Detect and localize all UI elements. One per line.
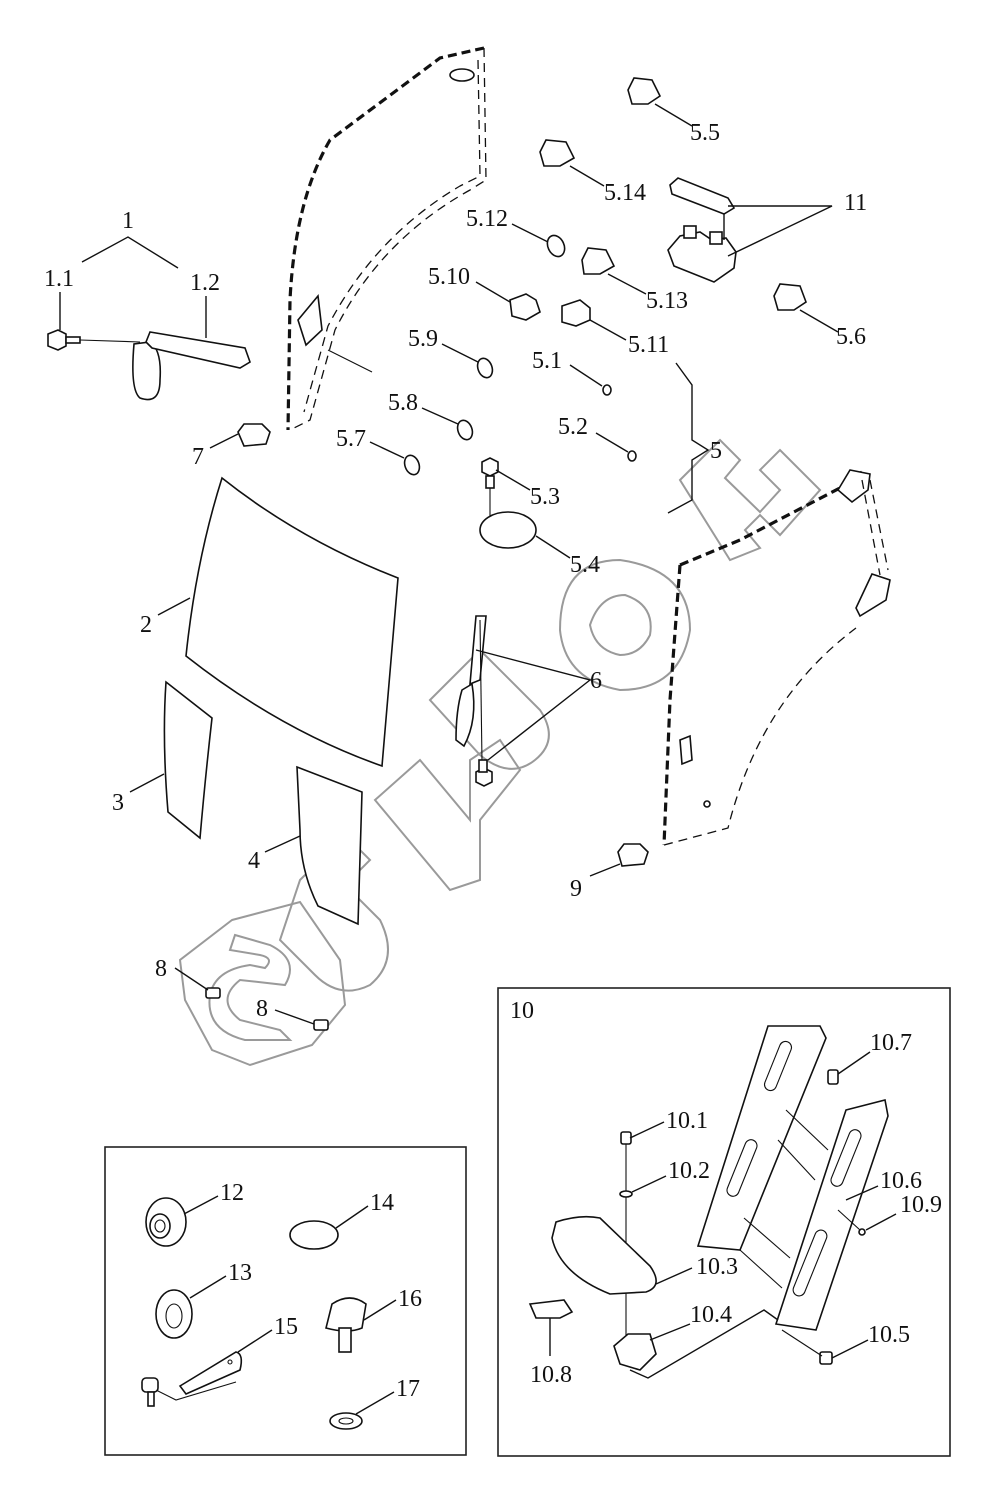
callout-7: 7 (192, 444, 204, 470)
callout-10-3: 10.3 (696, 1254, 738, 1280)
callout-17: 17 (396, 1376, 420, 1402)
callout-10-6: 10.6 (880, 1168, 922, 1194)
callout-10-5: 10.5 (868, 1322, 910, 1348)
seal-5-8 (456, 419, 474, 441)
callout-10-1: 10.1 (666, 1108, 708, 1134)
step-assembly-10 (528, 1025, 897, 1379)
leader-5 (667, 362, 710, 514)
callout-10-7: 10.7 (870, 1030, 912, 1056)
bolt-5-3 (481, 457, 499, 525)
watermark (178, 438, 822, 1067)
callout-5-4: 5.4 (570, 552, 600, 578)
callout-3: 3 (112, 790, 124, 816)
inset-10-frame (497, 987, 951, 1457)
callout-8a: 8 (155, 956, 167, 982)
left-door (286, 46, 487, 431)
callout-10-9: 10.9 (900, 1192, 942, 1218)
wiper-6 (455, 615, 592, 787)
callout-5-2: 5.2 (558, 414, 588, 440)
callout-5-1: 5.1 (532, 348, 562, 374)
misc-parts (141, 1195, 397, 1430)
spacer-8a (205, 987, 221, 999)
callout-14: 14 (370, 1190, 394, 1216)
inset-misc-frame (104, 1146, 467, 1456)
clip-5-13 (581, 247, 616, 275)
callout-1-1: 1.1 (44, 266, 74, 292)
callout-9: 9 (570, 876, 582, 902)
block-5-10 (509, 293, 541, 321)
callout-5-11: 5.11 (628, 332, 669, 358)
callout-1-2: 1.2 (190, 270, 220, 296)
windshield-2 (185, 476, 399, 768)
callout-8b: 8 (256, 996, 268, 1022)
mirror-arm (132, 331, 251, 401)
block-5-11 (561, 299, 591, 327)
callout-5-13: 5.13 (646, 288, 688, 314)
callout-2: 2 (140, 612, 152, 638)
plate-5-4 (479, 511, 537, 549)
glass-3 (163, 680, 213, 840)
callout-1: 1 (122, 208, 134, 234)
callout-16: 16 (398, 1286, 422, 1312)
callout-6: 6 (590, 668, 602, 694)
glass-4 (296, 765, 363, 926)
callout-5-3: 5.3 (530, 484, 560, 510)
seal-5-12 (546, 234, 566, 258)
callout-5-5: 5.5 (690, 120, 720, 146)
inset-10-title: 10 (510, 998, 534, 1024)
mirror-assembly (47, 236, 251, 401)
clip-5-14 (539, 139, 576, 167)
callout-5-8: 5.8 (388, 390, 418, 416)
callout-4: 4 (248, 848, 260, 874)
washer-5-1 (602, 384, 612, 396)
seal-5-9 (476, 357, 494, 379)
callout-5-7: 5.7 (336, 426, 366, 452)
mirror-bolt (47, 329, 141, 351)
seal-5-7 (403, 454, 421, 476)
callout-10-2: 10.2 (668, 1158, 710, 1184)
callout-12: 12 (220, 1180, 244, 1206)
washer-5-2 (627, 450, 637, 462)
callout-5-10: 5.10 (428, 264, 470, 290)
plug-7 (237, 423, 271, 447)
clip-5-5 (627, 77, 662, 105)
clip-5-6 (773, 283, 807, 311)
callout-10-8: 10.8 (530, 1362, 572, 1388)
callout-5-9: 5.9 (408, 326, 438, 352)
callout-13: 13 (228, 1260, 252, 1286)
callout-15: 15 (274, 1314, 298, 1340)
callout-5-14: 5.14 (604, 180, 646, 206)
callout-5: 5 (710, 438, 722, 464)
callout-10-4: 10.4 (690, 1302, 732, 1328)
callout-11: 11 (844, 190, 867, 216)
callout-5-6: 5.6 (836, 324, 866, 350)
callout-labels: 1 1.1 1.2 2 3 4 5 5.1 5.2 5.3 5.4 5.5 5.… (44, 120, 942, 1402)
spacer-8b (313, 1019, 329, 1031)
callout-5-12: 5.12 (466, 206, 508, 232)
plug-9 (617, 843, 649, 867)
part-5-cluster (369, 77, 839, 559)
handle-latch-11 (667, 177, 833, 283)
right-door (662, 469, 891, 846)
